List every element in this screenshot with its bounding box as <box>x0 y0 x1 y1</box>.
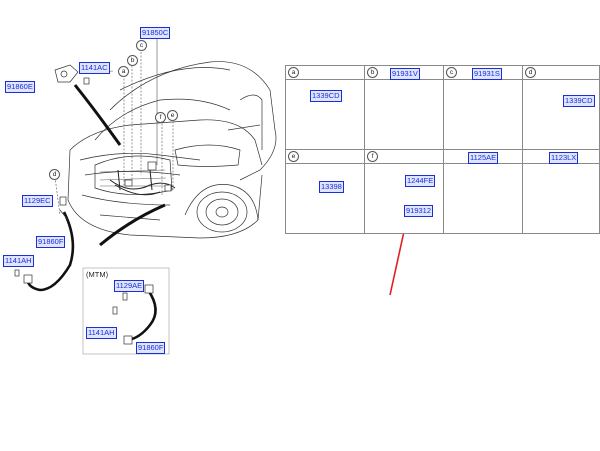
car-grille <box>94 155 173 195</box>
detail-cell-f: f <box>364 149 444 234</box>
cable-upper <box>73 84 122 146</box>
callout-circle-e: e <box>167 110 178 121</box>
part-label-1141AH[interactable]: 1141AH <box>3 255 34 267</box>
cable-91860F <box>14 196 75 292</box>
part-label-91850C[interactable]: 91850C <box>140 27 171 39</box>
cable-lower <box>99 203 166 247</box>
detail-cell-d: d <box>522 65 600 150</box>
part-label-1129EC[interactable]: 1129EC <box>22 195 53 207</box>
red-arrow-line <box>389 226 406 296</box>
car-bumper-outline <box>67 149 263 239</box>
cell-letter-e: e <box>288 151 299 162</box>
cell-letter-f: f <box>367 151 378 162</box>
callout-circle-c: c <box>136 40 147 51</box>
detail-label-d-1339CD[interactable]: 1339CD <box>563 95 595 107</box>
callout-circle-f: f <box>155 112 166 123</box>
cell-letter-a: a <box>288 67 299 78</box>
cell-letter-c: c <box>446 67 457 78</box>
part-label-1141AC[interactable]: 1141AC <box>79 62 110 74</box>
callout-circle-a: a <box>118 66 129 77</box>
wheel-arch <box>184 184 259 221</box>
front-wheel <box>196 191 248 233</box>
callout-circle-b: b <box>127 55 138 66</box>
detail-label-e-13398[interactable]: 13398 <box>319 181 344 193</box>
detail-label-1123LX[interactable]: 1123LX <box>549 152 579 164</box>
part-label-1141AH-mtm[interactable]: 1141AH <box>86 327 117 339</box>
callout-circle-d: d <box>49 169 60 180</box>
cell-letter-b: b <box>367 67 378 78</box>
detail-cell-a: a <box>285 65 365 150</box>
mtm-box-frame <box>82 267 170 355</box>
terminal-91860E <box>54 64 90 85</box>
detail-label-b-91931V[interactable]: 91931V <box>390 68 420 80</box>
part-label-91860F[interactable]: 91860F <box>36 236 66 248</box>
detail-label-f-1244FE[interactable]: 1244FE <box>405 175 436 187</box>
detail-label-f-919312[interactable]: 919312 <box>404 205 434 217</box>
detail-label-1125AE[interactable]: 1125AE <box>468 152 499 164</box>
car-headlight <box>174 144 241 167</box>
part-label-91860E[interactable]: 91860E <box>5 81 35 93</box>
car-hood-outline <box>109 61 277 181</box>
detail-label-a-1339CD[interactable]: 1339CD <box>310 90 342 102</box>
detail-label-c-91931S[interactable]: 91931S <box>472 68 502 80</box>
part-label-1129AE[interactable]: 1129AE <box>114 280 145 292</box>
part-label-91860F-mtm[interactable]: 91860F <box>136 342 166 354</box>
wiring-harness <box>109 169 176 196</box>
car-windshield-line <box>94 98 231 141</box>
cell-letter-d: d <box>525 67 536 78</box>
mtm-title: (MTM) <box>86 270 109 279</box>
mtm-cable <box>112 284 157 345</box>
